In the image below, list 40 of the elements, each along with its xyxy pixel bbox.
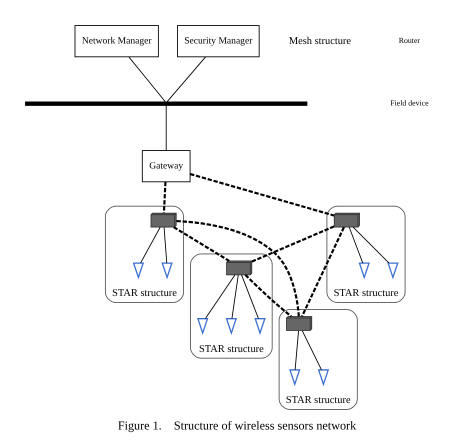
node-antenna [197, 318, 208, 336]
node-antenna [161, 262, 173, 280]
node-box: Security Manager [177, 25, 260, 58]
node-antenna [289, 369, 300, 386]
cluster: STAR structure [326, 206, 406, 304]
connector [244, 274, 292, 318]
connector [204, 274, 236, 320]
node-antenna [254, 318, 266, 336]
connector [348, 226, 364, 264]
node-box: Gateway [142, 150, 191, 182]
connector [164, 226, 168, 264]
connector [352, 226, 390, 264]
cluster: STAR structure [190, 254, 273, 359]
connector [173, 226, 230, 262]
node-antenna [358, 262, 370, 280]
node-antenna [226, 318, 238, 336]
node-antenna [132, 262, 144, 280]
connector [301, 226, 345, 317]
node-antenna [387, 262, 399, 280]
connector [166, 105, 167, 151]
connector [128, 56, 166, 102]
legend-label: Router [398, 36, 420, 46]
connector [252, 225, 335, 263]
caption: Figure 1. Structure of wireless sensors network [118, 418, 356, 433]
connector [302, 330, 322, 370]
connector [190, 172, 334, 217]
connector [166, 56, 206, 102]
cluster: STAR structure [278, 309, 358, 410]
connector [241, 274, 259, 320]
connector [162, 182, 167, 213]
node-box: Network Manager [74, 25, 159, 58]
node-antenna [318, 369, 330, 386]
node-bar [25, 102, 308, 106]
connector [294, 330, 299, 370]
connector [176, 220, 300, 316]
connector [232, 274, 239, 320]
cluster: STAR structure [104, 206, 184, 304]
connector [140, 226, 161, 264]
label: Mesh structure [288, 36, 352, 47]
legend-label: Field device [390, 98, 429, 108]
